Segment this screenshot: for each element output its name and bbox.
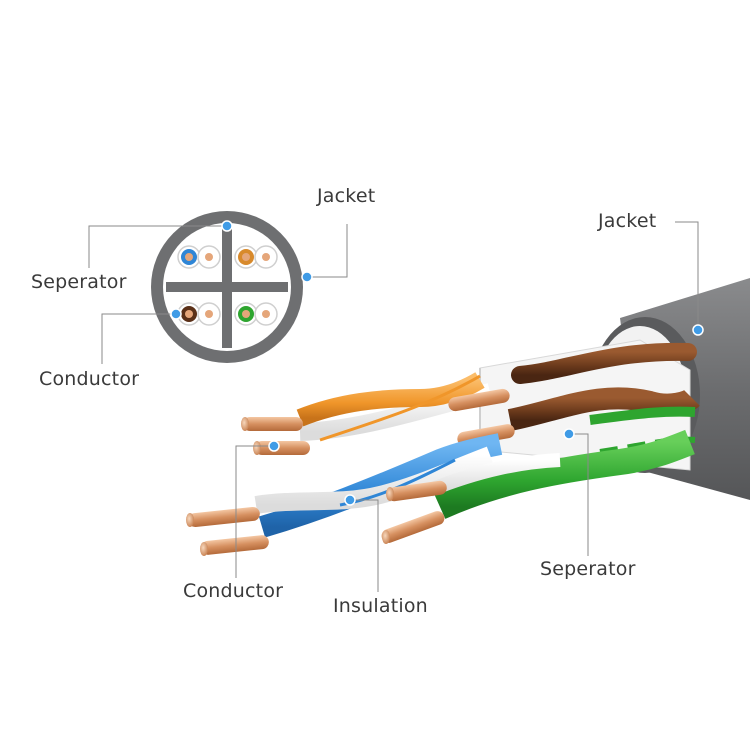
leader-jacket-cable [675, 221, 699, 330]
cable [186, 278, 750, 556]
cable-white-green-wire [427, 453, 561, 497]
cable-conductor-blue [201, 535, 269, 555]
cable-conductor-green [381, 511, 445, 543]
marker-jacket-cable [692, 324, 704, 336]
label-jacket-section: Jacket [317, 185, 376, 207]
label-insulation-cable: Insulation [333, 595, 428, 617]
label-conductor-cable: Conductor [183, 580, 284, 602]
cable-orange-wire [296, 372, 485, 427]
cable-brown-wire [507, 387, 700, 431]
cable-conductor-inner-1 [448, 388, 510, 412]
leader-conductor-cable [235, 445, 274, 578]
cable-conductor-white-orange [255, 441, 310, 455]
cross-section [151, 211, 303, 363]
cable-inner-green [589, 406, 696, 425]
leader-seperator-cable [569, 433, 589, 556]
cable-markers [268, 324, 704, 506]
marker-seperator-cable [563, 428, 575, 440]
marker-conductor-cable [268, 440, 280, 452]
cross-section-markers [170, 220, 313, 320]
cross-section-pair-blue [177, 245, 221, 269]
cable-leaders [235, 221, 699, 592]
label-jacket-cable: Jacket [598, 210, 657, 232]
cross-section-leaders [88, 224, 348, 364]
marker-insulation-cable [344, 494, 356, 506]
cable-orange-stripe [319, 374, 481, 442]
label-seperator-cable: Seperator [540, 558, 636, 580]
leader-jacket-section [307, 224, 348, 278]
cable-green-wire [434, 429, 695, 519]
cross-section-seperator-horizontal [166, 282, 288, 292]
leader-insulation-cable [350, 499, 379, 592]
cable-inner-brown [511, 342, 697, 384]
cable-conductor-white-blue [188, 506, 260, 528]
marker-conductor-section [170, 308, 182, 320]
cable-conductor-white-green [387, 480, 447, 502]
cable-conductor-orange [243, 417, 303, 431]
cross-section-pair-brown [177, 302, 221, 326]
cable-blue-wire [258, 433, 503, 538]
leader-conductor-section [101, 313, 176, 364]
cross-section-pair-green [234, 302, 278, 326]
label-seperator-section: Seperator [31, 271, 127, 293]
label-conductor-section: Conductor [39, 368, 140, 390]
marker-seperator-section [221, 220, 233, 232]
cross-section-pair-orange [234, 245, 278, 269]
marker-jacket-section [301, 271, 313, 283]
leader-seperator-section [88, 225, 227, 268]
